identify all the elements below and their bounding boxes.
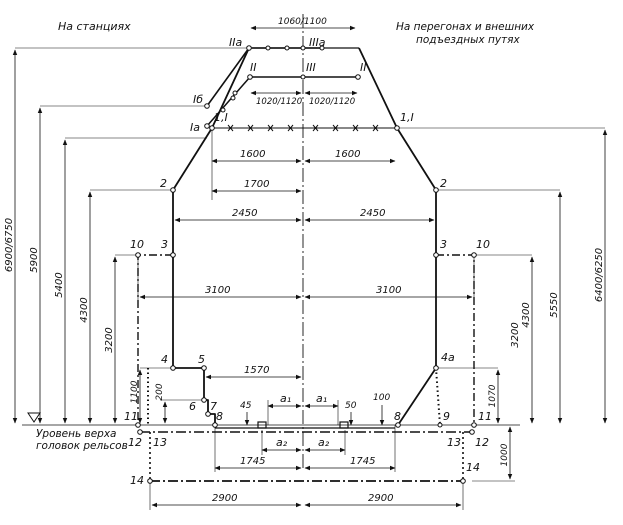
dim-1060: 1060/1100	[278, 17, 327, 27]
pt-I1-right: 1,I	[400, 111, 414, 124]
pt-12-right: 12	[475, 436, 489, 449]
pt-2-left: 2	[160, 177, 167, 190]
pt-8-left: 8	[216, 410, 223, 423]
dim-1600-right: 1600	[335, 149, 360, 160]
dim-3100-right: 3100	[376, 285, 401, 296]
pt-8-right: 8	[394, 410, 401, 423]
dim-1745-right: 1745	[350, 456, 375, 467]
pt-a2-right: a₂	[318, 436, 330, 449]
dim-1020-right: 1020/1120	[309, 97, 355, 107]
pt-11-left: 11	[124, 410, 138, 423]
pt-a2-left: a₂	[276, 436, 288, 449]
pt-IIIa: IIIа	[309, 36, 326, 49]
dim-50: 50	[345, 401, 357, 411]
pt-3-left: 3	[161, 238, 168, 251]
rail-profile	[215, 421, 395, 429]
dim-1000: 1000	[500, 443, 510, 466]
header-hauls-line2: подъездных путях	[416, 34, 520, 46]
dim-1745-left: 1745	[240, 456, 265, 467]
pt-14-left: 14	[130, 474, 144, 487]
pt-4a: 4а	[441, 351, 455, 364]
pt-13-left: 13	[153, 436, 167, 449]
dim-1020-left: 1020/1120	[256, 97, 302, 107]
pt-10-left: 10	[130, 238, 144, 251]
header-stations: На станциях	[58, 20, 131, 33]
dim-lines-horizontal	[139, 25, 473, 508]
nodes	[135, 45, 477, 484]
pt-I1-left: 1,I	[214, 111, 228, 124]
dim-1600-left: 1600	[240, 149, 265, 160]
pt-2-right: 2	[440, 177, 447, 190]
pt-Ia: Iа	[190, 121, 200, 134]
dim-1100: 1100	[130, 380, 140, 403]
pt-10-right: 10	[476, 238, 490, 251]
rail-level-label-2: головок рельсов	[36, 440, 128, 452]
dim-6900: 6900/6750	[4, 218, 15, 272]
pt-14-right: 14	[466, 461, 480, 474]
dim-lines-vertical	[12, 49, 608, 480]
gauge-outline	[172, 47, 437, 426]
pt-III: III	[306, 61, 316, 74]
pt-11-right: 11	[478, 410, 492, 423]
rail-level-label-1: Уровень верха	[36, 428, 117, 440]
dim-4300-left: 4300	[79, 297, 90, 322]
dim-2900-left: 2900	[212, 493, 237, 504]
pt-3-right: 3	[440, 238, 447, 251]
dim-5400: 5400	[54, 272, 65, 297]
pt-4: 4	[161, 353, 168, 366]
header-hauls-line1: На перегонах и внешних	[396, 21, 535, 33]
dim-3200-left: 3200	[104, 327, 115, 352]
dim-2900-right: 2900	[368, 493, 393, 504]
pt-II-left: II	[250, 61, 257, 74]
pt-Ib: Iб	[193, 93, 203, 106]
dim-2450-right: 2450	[360, 208, 385, 219]
dim-1070: 1070	[488, 384, 498, 407]
pt-5: 5	[198, 353, 205, 366]
pt-7: 7	[210, 400, 217, 413]
pt-II-right: II	[360, 61, 367, 74]
dim-2450-left: 2450	[232, 208, 257, 219]
pt-6: 6	[189, 400, 196, 413]
rail-level-triangle	[27, 412, 41, 423]
dim-1700: 1700	[244, 179, 269, 190]
dim-5550: 5550	[549, 292, 560, 317]
dim-3100-left: 3100	[205, 285, 230, 296]
pt-9: 9	[443, 410, 450, 423]
pt-13-right: 13	[447, 436, 461, 449]
dim-4300-right: 4300	[521, 302, 532, 327]
dim-3200-right: 3200	[510, 322, 521, 347]
extension-lines	[15, 47, 605, 510]
right-4a-dotted	[435, 367, 441, 426]
dim-200: 200	[155, 383, 165, 400]
small-dims	[244, 405, 385, 426]
dim-6400: 6400/6250	[594, 248, 605, 302]
dim-1570: 1570	[244, 365, 269, 376]
dim-100: 100	[373, 393, 390, 403]
right-platform-line	[436, 254, 475, 425]
pt-a1-left: a₁	[280, 392, 291, 405]
i1-crosses	[227, 124, 379, 132]
dim-5900: 5900	[29, 247, 40, 272]
pt-IIa: IIа	[229, 36, 242, 49]
dim-45: 45	[240, 401, 252, 411]
pt-12-left: 12	[128, 436, 142, 449]
pt-a1-right: a₁	[316, 392, 327, 405]
